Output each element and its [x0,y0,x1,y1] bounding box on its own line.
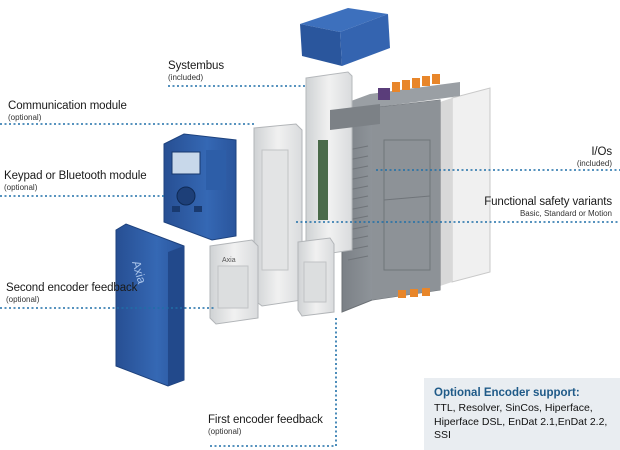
label-communication-module: Communication module (optional) [8,100,127,122]
label-systembus: Systembus (included) [168,60,224,82]
label-title: First encoder feedback [208,414,323,426]
label-functional-safety: Functional safety variants Basic, Standa… [484,196,612,218]
front-blue-cover: Axia [115,223,185,387]
label-title: Keypad or Bluetooth module [4,170,147,182]
systembus-module [305,71,380,257]
label-keypad: Keypad or Bluetooth module (optional) [4,170,147,192]
communication-module [253,123,303,307]
module-brand-text: Axia [222,257,236,264]
label-title: Communication module [8,100,127,112]
keypad-module [163,133,237,241]
encoder-support-heading: Optional Encoder support: [434,387,580,399]
encoder-support-line-2: Hiperface DSL, EnDat 2.1,EnDat 2.2, SSI [434,415,608,442]
second-encoder-module: Axia [209,239,259,325]
label-title: Systembus [168,60,224,72]
label-title: I/Os [591,146,612,158]
bottom-connectors [398,288,430,298]
label-sub: (optional) [208,427,242,437]
label-second-encoder: Second encoder feedback (optional) [6,282,137,304]
top-connectors [378,74,440,100]
label-sub: Basic, Standard or Motion [519,209,612,219]
leader-first-encoder [208,318,337,447]
label-sub: (optional) [8,113,42,123]
label-sub: (optional) [4,183,38,193]
encoder-support-line-1: TTL, Resolver, SinCos, Hiperface, [434,402,593,414]
label-ios: I/Os (included) [577,146,612,168]
keypad-display [171,151,201,175]
side-panel [440,87,491,286]
label-sub: (included) [168,73,204,83]
encoder-support-box: Optional Encoder support: TTL, Resolver,… [424,378,620,450]
label-first-encoder: First encoder feedback (optional) [208,414,323,436]
label-title: Second encoder feedback [6,282,138,294]
label-sub: (included) [576,159,612,169]
label-title: Functional safety variants [484,196,612,208]
first-encoder-module [297,237,335,317]
cover-brand-text: Axia [129,259,149,286]
top-blue-cover [300,8,390,66]
label-sub: (optional) [6,295,40,305]
leader-lines [0,85,620,447]
keypad-dial [176,186,196,206]
